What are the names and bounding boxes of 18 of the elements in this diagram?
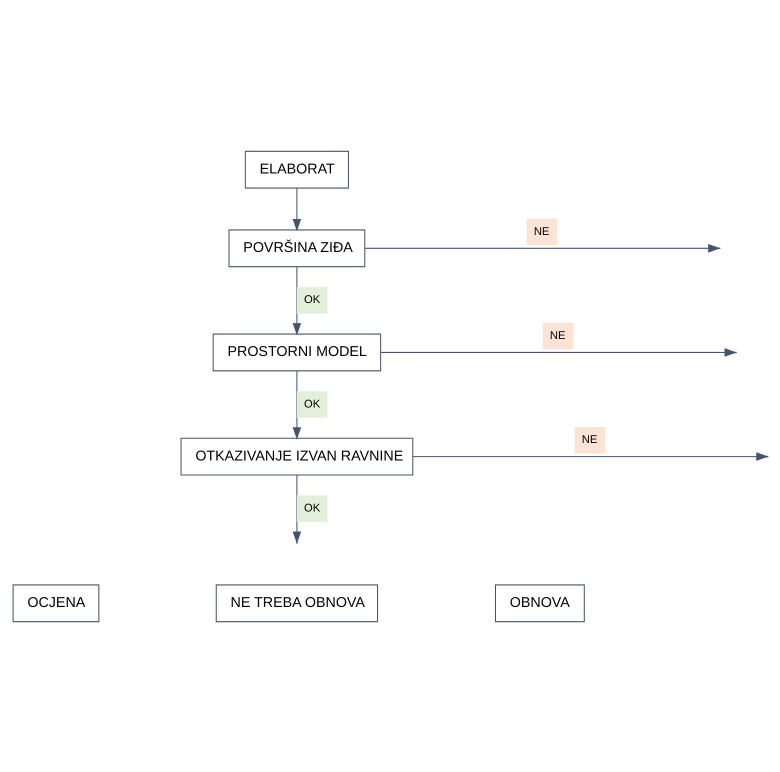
arrow [292, 188, 301, 231]
edge-label: OK [304, 398, 320, 410]
arrow [364, 244, 720, 252]
node-box: OTKAZIVANJE IZVAN RAVNINE [180, 437, 413, 475]
arrow [292, 266, 301, 335]
edge-label: OK [304, 294, 320, 306]
node-box: OCJENA [12, 584, 99, 622]
arrow [292, 370, 301, 440]
node-box: PROSTORNI MODEL [212, 333, 381, 371]
edge-label: NE [549, 329, 565, 342]
node-box: OBNOVA [494, 584, 584, 622]
node-box: ELABORAT [244, 150, 348, 188]
edge-label: OK [304, 502, 320, 514]
node-box: POVRŠINA ZIĐA [228, 228, 365, 267]
arrow [292, 474, 301, 544]
edge-label: NE [581, 434, 597, 446]
edge-label: NE [533, 225, 549, 238]
node-box: NE TREBA OBNOVA [215, 584, 378, 622]
